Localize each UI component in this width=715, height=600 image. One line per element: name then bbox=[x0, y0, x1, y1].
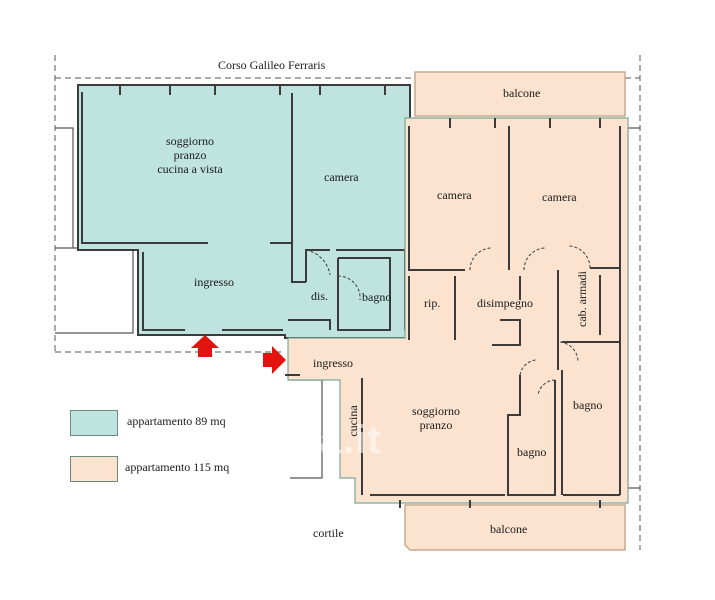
room-bathroom-b-right: bagno bbox=[573, 398, 603, 412]
room-label: pranzo bbox=[419, 418, 453, 432]
room-living-a: soggiorno pranzo cucina a vista bbox=[150, 134, 230, 176]
apartment-a-area bbox=[77, 84, 411, 339]
apartment-a bbox=[77, 84, 411, 339]
room-closet-a: dis. bbox=[311, 289, 329, 303]
room-entrance-a: ingresso bbox=[194, 275, 234, 289]
courtyard-label: cortile bbox=[313, 526, 344, 540]
room-bedroom-b-left: camera bbox=[437, 188, 472, 202]
room-label: armadi bbox=[575, 271, 589, 305]
room-label: cucina a vista bbox=[157, 162, 223, 176]
room-label: pranzo bbox=[173, 148, 207, 162]
balcony-top-label: balcone bbox=[503, 86, 541, 100]
apartment-b bbox=[285, 71, 629, 551]
legend-label-a: appartamento 89 mq bbox=[127, 414, 226, 428]
room-wardrobe-b: cab. armadi bbox=[575, 269, 589, 329]
apartment-b-area bbox=[287, 117, 629, 504]
room-label: soggiorno bbox=[166, 134, 214, 148]
legend-swatch-a bbox=[70, 410, 118, 436]
room-bedroom-b-right: camera bbox=[542, 190, 577, 204]
room-hallway-b: disimpegno bbox=[477, 296, 533, 310]
room-entrance-b: ingresso bbox=[313, 356, 353, 370]
room-bedroom-a: camera bbox=[324, 170, 359, 184]
street-guides bbox=[54, 55, 641, 550]
balcony-bottom bbox=[404, 504, 626, 551]
legend-swatch-b bbox=[70, 456, 118, 482]
entrance-arrow-b bbox=[263, 346, 286, 374]
room-label: cab. bbox=[575, 307, 589, 327]
room-bathroom-b-middle: bagno bbox=[517, 445, 547, 459]
room-label: soggiorno bbox=[412, 404, 460, 418]
street-name: Corso Galileo Ferraris bbox=[218, 58, 326, 72]
watermark-logo: casa.it bbox=[250, 418, 382, 462]
balcony-bottom-label: balcone bbox=[490, 522, 528, 536]
entrance-arrow-a bbox=[191, 335, 219, 357]
balcony-top bbox=[414, 71, 626, 117]
room-storage-b: rip. bbox=[424, 296, 441, 310]
room-living-b: soggiorno pranzo bbox=[400, 404, 472, 432]
legend-label-b: appartamento 115 mq bbox=[125, 460, 230, 474]
room-bathroom-a: bagno bbox=[362, 290, 392, 304]
